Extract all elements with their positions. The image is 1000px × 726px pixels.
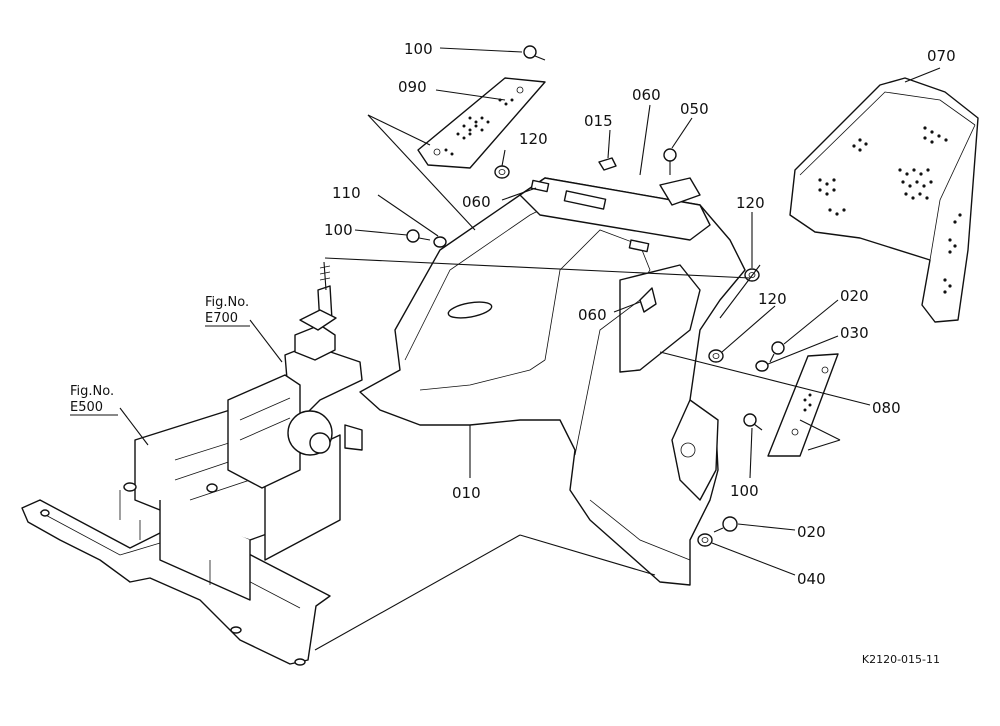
callout-labels: 100 090 120 015 060 050 070 060 110 100 … [324,40,956,588]
bolt-050 [663,148,677,175]
callout-100-top: 100 [404,40,433,58]
callout-020-upper: 020 [840,287,869,305]
bolt-100-left [406,229,431,243]
callout-060-left: 060 [462,193,491,211]
callout-120-right: 120 [736,194,765,212]
callout-100-lower: 100 [730,482,759,500]
washer-120-top [494,165,510,179]
grille-holes [818,126,962,294]
bolt-100-top [523,45,546,61]
figure-reference-e500-line2: E500 [70,400,103,415]
steering-column [227,261,363,489]
figure-reference-e500: Fig.No. E500 [70,384,118,416]
callout-060-top: 060 [632,86,661,104]
figure-reference-e700: Fig.No. E700 [205,295,250,327]
leader-lines [119,47,941,651]
washer-030 [755,360,769,372]
callout-070: 070 [927,47,956,65]
callout-120-mid: 120 [758,290,787,308]
bolt-020-upper [769,341,785,363]
callout-120-top: 120 [519,130,548,148]
callout-100-left: 100 [324,221,353,239]
callout-015: 015 [584,112,613,130]
front-panel-body [359,177,746,586]
nut-015 [598,157,617,171]
figure-reference-e500-line1: Fig.No. [70,384,114,399]
washer-110 [433,236,447,248]
callout-030: 030 [840,324,869,342]
bolt-020-lower [713,516,738,533]
figure-reference-e700-line1: Fig.No. [205,295,249,310]
callout-040: 040 [797,570,826,588]
callout-110: 110 [332,184,361,202]
callout-010: 010 [452,484,481,502]
callout-080: 080 [872,399,901,417]
callout-090: 090 [398,78,427,96]
figure-reference-e700-line2: E700 [205,311,238,326]
bracket-080 [767,353,839,457]
grille-panel-070 [789,77,979,323]
callout-020-lower: 020 [797,523,826,541]
callout-060-mid: 060 [578,306,607,324]
drawing-id: K2120-015-11 [861,653,940,666]
bolt-100-lower [743,413,763,431]
washer-040 [697,533,713,547]
callout-050: 050 [680,100,709,118]
plate-090 [417,77,546,169]
washer-120-mid [708,349,724,363]
